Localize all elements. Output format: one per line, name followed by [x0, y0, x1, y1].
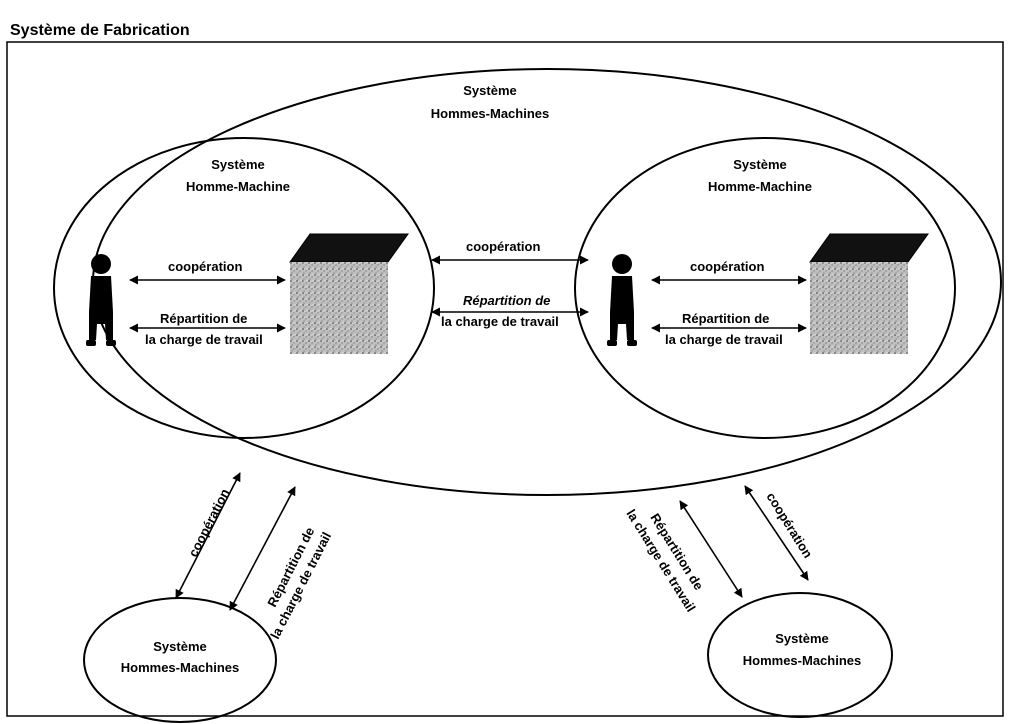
- frame-title: Système de Fabrication: [10, 22, 190, 39]
- left-system-label-line1: Système: [211, 157, 264, 172]
- right-cooperation-label: coopération: [690, 259, 764, 274]
- machine-icon: [290, 234, 408, 354]
- right-system-ellipse: [574, 137, 956, 439]
- left-repartition-label-line2: la charge de travail: [145, 332, 263, 347]
- left-repartition-label-line1: Répartition de: [160, 311, 247, 326]
- right-system-label-line2: Homme-Machine: [708, 179, 812, 194]
- person-icon: [81, 254, 121, 346]
- left-cooperation-label: coopération: [168, 259, 242, 274]
- bottom-left-cooperation-arrow: [175, 472, 241, 599]
- center-repartition-label-line2: la charge de travail: [441, 314, 559, 329]
- bottom-right-system-label-line1: Système: [775, 631, 828, 646]
- right-system-label-line1: Système: [733, 157, 786, 172]
- outer-system-label-line2: Hommes-Machines: [431, 106, 549, 121]
- left-system-ellipse: [53, 137, 435, 439]
- right-repartition-label-line1: Répartition de: [682, 311, 769, 326]
- bottom-left-cooperation-label: coopération: [185, 486, 232, 559]
- bottom-left-system-label-line2: Hommes-Machines: [121, 660, 239, 675]
- bottom-left-repartition-arrow: [229, 486, 296, 611]
- right-repartition-label-line2: la charge de travail: [665, 332, 783, 347]
- bottom-left-system-label-line1: Système: [153, 639, 206, 654]
- fabrication-frame: [6, 41, 1004, 717]
- bottom-right-repartition-arrow: [679, 500, 743, 598]
- bottom-right-system-ellipse: [707, 592, 893, 718]
- center-repartition-label-line1: Répartition de: [463, 293, 550, 308]
- bottom-right-cooperation-arrow: [744, 485, 809, 581]
- center-cooperation-label: coopération: [466, 239, 540, 254]
- outer-system-label-line1: Système: [463, 83, 516, 98]
- person-icon: [602, 254, 642, 346]
- left-system-label-line2: Homme-Machine: [186, 179, 290, 194]
- machine-icon: [810, 234, 928, 354]
- bottom-right-system-label-line2: Hommes-Machines: [743, 653, 861, 668]
